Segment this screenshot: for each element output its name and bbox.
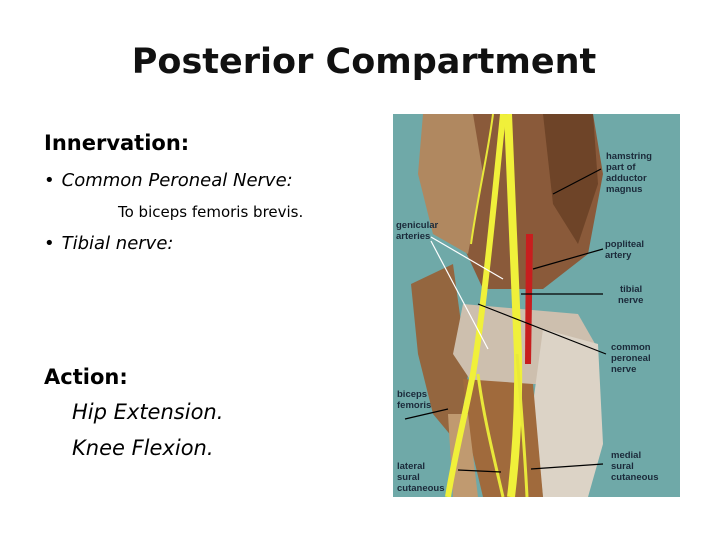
- bullet-tibial-text: Tibial nerve:: [61, 233, 174, 254]
- tibial-nerve-shape: [504, 114, 523, 497]
- label-genicular-arteries: genicular arteries: [396, 220, 441, 242]
- bullet-dot: •: [44, 170, 55, 191]
- innervation-heading: Innervation:: [44, 131, 190, 155]
- leader-lines: [404, 168, 607, 473]
- popliteal-artery-shape: [525, 234, 533, 364]
- lateral-sural-nerve-shape: [476, 373, 505, 497]
- label-tibial-nerve: tibial nerve: [618, 284, 645, 306]
- biceps-femoris-shape: [411, 264, 468, 444]
- action-hip-extension: Hip Extension.: [72, 400, 224, 424]
- label-lateral-sural-cutaneous: lateral sural cutaneous: [397, 461, 445, 494]
- label-hamstring: hamstring part of adductor magnus: [606, 151, 655, 195]
- knee-anatomy-figure: hamstring part of adductor magnus genicu…: [393, 114, 680, 497]
- bullet-tibial: • Tibial nerve:: [44, 233, 173, 254]
- bullet-common-peroneal: • Common Peroneal Nerve:: [44, 170, 293, 191]
- action-knee-flexion: Knee Flexion.: [72, 436, 214, 460]
- adductor-shape: [543, 114, 598, 244]
- bullet-common-peroneal-text: Common Peroneal Nerve:: [61, 170, 293, 191]
- label-popliteal-artery: popliteal artery: [605, 239, 647, 261]
- medial-sural-nerve-shape: [515, 353, 529, 497]
- common-peroneal-nerve-shape: [445, 114, 506, 497]
- medial-gastrocnemius-shape: [533, 329, 603, 497]
- lateral-calf-shape: [448, 414, 478, 497]
- label-biceps-femoris: biceps femoris: [397, 389, 431, 411]
- action-heading: Action:: [44, 365, 128, 389]
- bullet-common-peroneal-sub: To biceps femoris brevis.: [118, 203, 304, 221]
- medial-thigh-shape: [418, 114, 483, 254]
- bullet-dot: •: [44, 233, 55, 254]
- label-common-peroneal-nerve: common peroneal nerve: [611, 342, 653, 375]
- slide-title: Posterior Compartment: [131, 42, 597, 82]
- genicular-leader-lines: [430, 236, 504, 350]
- label-medial-sural-cutaneous: medial sural cutaneous: [611, 450, 659, 483]
- posterior-cutaneous-nerve-shape: [470, 114, 494, 245]
